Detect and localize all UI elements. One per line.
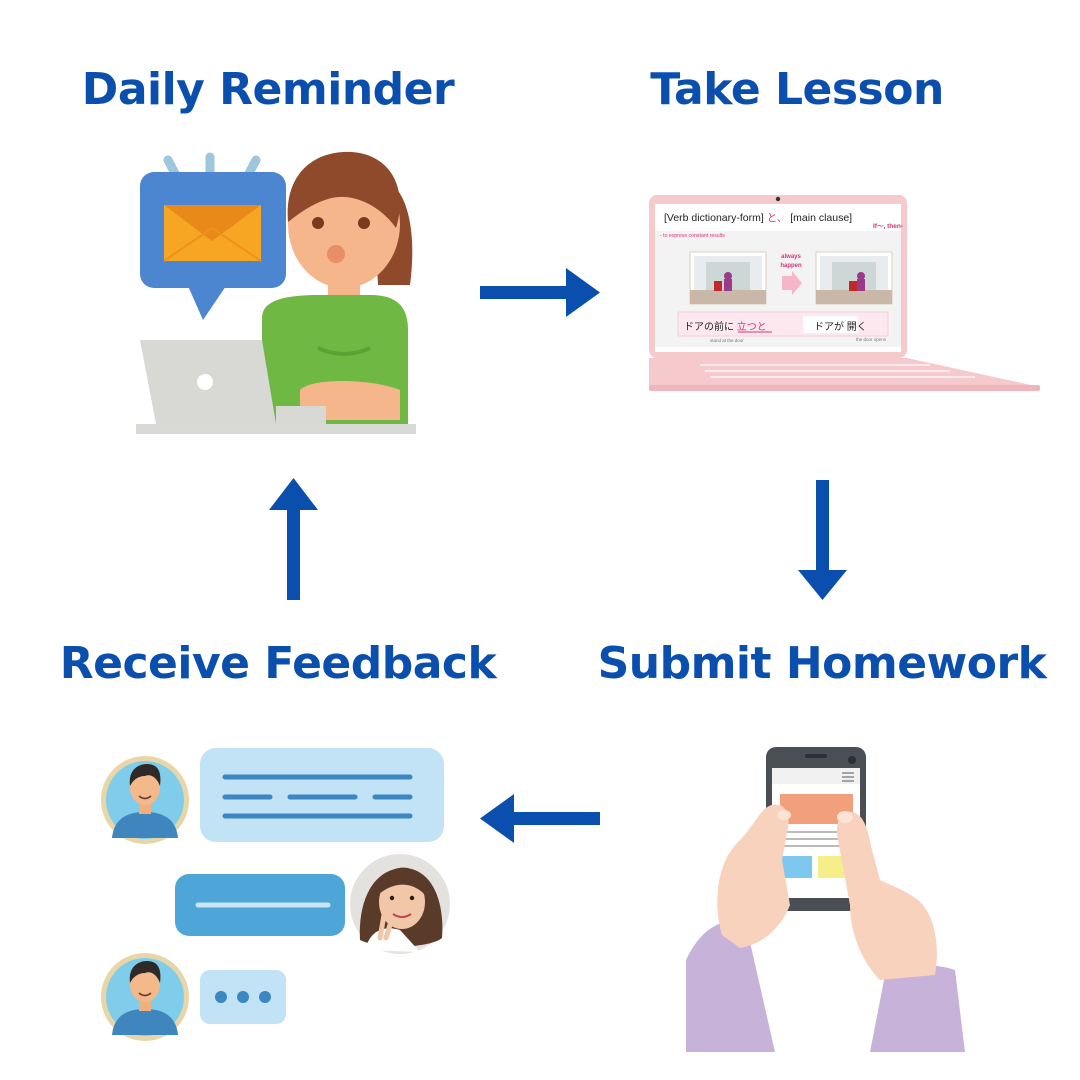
arrow-left-icon	[480, 794, 600, 843]
lesson-sentence-left: ドアの前に 立つと	[684, 318, 767, 333]
step-title-submit-homework: Submit Homework	[597, 638, 1047, 689]
chat-bubble-student-message	[200, 748, 444, 842]
arrow-right-icon	[480, 268, 600, 317]
receive-feedback-illustration	[101, 748, 450, 1041]
lesson-sentence-left-prefix: ドアの前に	[684, 322, 734, 333]
lesson-sentence-right: ドアが 開く	[814, 322, 867, 333]
lesson-pattern-particle: と、	[766, 212, 788, 224]
pink-arrow-icon	[782, 271, 802, 295]
teacher-avatar	[350, 854, 450, 954]
daily-reminder-illustration	[136, 151, 416, 434]
lesson-arrow-label-2: happen	[780, 263, 802, 269]
lesson-pattern-meaning: If～, then-	[873, 223, 903, 230]
submit-homework-illustration	[686, 747, 965, 1052]
arrow-down-icon	[798, 480, 847, 600]
student-avatar-bottom	[101, 953, 189, 1041]
chat-bubble-teacher-reply	[175, 874, 345, 936]
lesson-caption-right: the door opens	[856, 337, 887, 342]
lesson-pattern-main-clause: [main clause]	[790, 212, 853, 224]
lesson-pattern-verb: [Verb dictionary-form]	[664, 212, 764, 224]
lesson-laptop	[649, 195, 1040, 391]
woman-avatar	[262, 151, 413, 425]
lesson-sentence-left-highlight: 立つと	[736, 322, 767, 333]
step-title-receive-feedback: Receive Feedback	[59, 638, 497, 689]
step-title-take-lesson: Take Lesson	[650, 64, 944, 115]
lesson-arrow-label-1: always	[781, 254, 801, 260]
lesson-caption-left: stand at the door	[710, 338, 744, 343]
step-title-daily-reminder: Daily Reminder	[81, 64, 455, 115]
email-notification-icon	[140, 172, 286, 320]
lesson-pattern-line: [Verb dictionary-form] と、 [main clause]	[664, 210, 904, 225]
arrow-up-icon	[269, 478, 318, 600]
student-avatar-top	[101, 756, 189, 844]
lesson-note: - to express constant results	[660, 233, 725, 239]
door-scene-right-image	[815, 251, 893, 305]
laptop-icon	[136, 340, 416, 434]
door-scene-left-image	[689, 251, 767, 305]
typing-indicator-bubble	[200, 970, 286, 1024]
